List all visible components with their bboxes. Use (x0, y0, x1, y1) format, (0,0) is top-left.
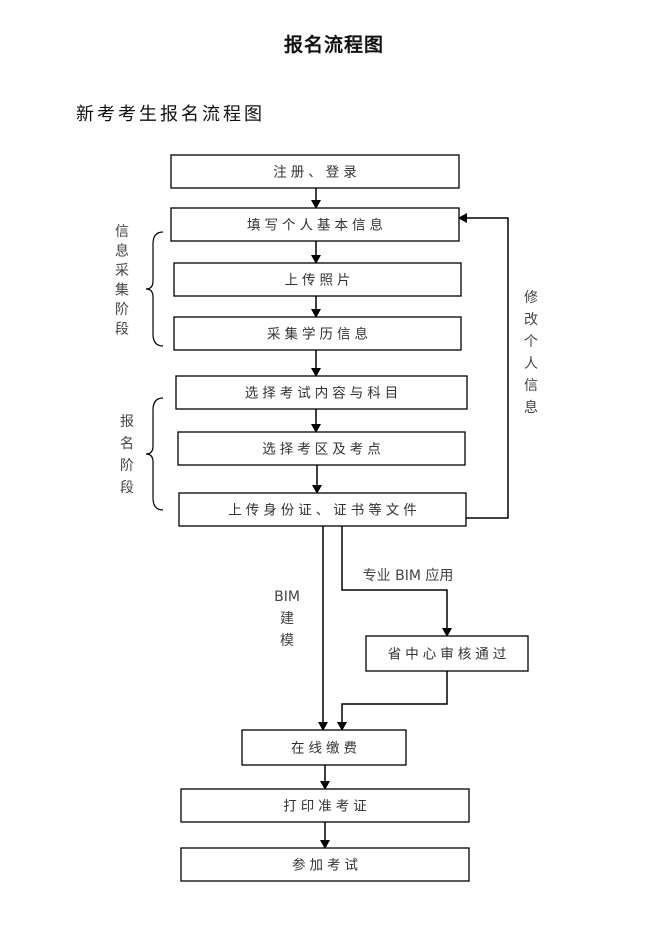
edge-review-to-pay (337, 671, 448, 731)
label-info-phase-char: 集 (115, 282, 129, 299)
label-signup-phase-char: 阶 (120, 458, 134, 474)
node-upload-photo: 上传照片 (173, 262, 462, 297)
node-box (177, 431, 466, 466)
node-box (180, 788, 470, 823)
node-label: 填写个人基本信息 (247, 217, 387, 234)
label-bim-modeling-part: BIM (274, 589, 300, 605)
node-label: 选择考试内容与科目 (245, 385, 403, 402)
label-bim-professional: 专业 BIM 应用 (363, 567, 454, 584)
edge-modify-info-loop (458, 213, 509, 519)
node-register: 注册、登录 (170, 154, 460, 189)
edge-bim-professional (341, 526, 452, 637)
node-print-admit: 打印准考证 (180, 788, 470, 823)
label-signup-phase-char: 报 (120, 414, 134, 430)
node-box (241, 729, 407, 766)
node-label: 选择考区及考点 (262, 442, 385, 458)
label-info-phase-char: 采 (115, 263, 129, 279)
label-info-phase-char: 阶 (115, 302, 129, 318)
node-education: 采集学历信息 (173, 316, 462, 351)
label-modify-info-char: 息 (524, 399, 538, 416)
node-box (170, 154, 460, 189)
label-modify-info-char: 修 (524, 290, 538, 306)
label-modify-info-char: 信 (524, 378, 538, 394)
label-info-phase-char: 息 (115, 243, 129, 260)
node-pay: 在线缴费 (241, 729, 407, 766)
node-upload-docs: 上传身份证、证书等文件 (178, 492, 467, 527)
label-modify-info-char: 人 (524, 356, 538, 372)
node-box (173, 262, 462, 297)
node-label: 注册、登录 (273, 165, 361, 181)
node-box (178, 492, 467, 527)
node-take-exam: 参加考试 (180, 847, 470, 882)
label-info-phase-char: 段 (115, 322, 129, 338)
node-label: 上传照片 (285, 273, 355, 289)
label-bim-modeling-part: 模 (280, 633, 294, 649)
label-signup-phase-char: 段 (120, 480, 134, 496)
label-signup-phase-char: 名 (120, 436, 134, 452)
label-info-phase-char: 信 (115, 224, 129, 240)
node-box (175, 375, 468, 410)
node-label: 上传身份证、证书等文件 (228, 502, 421, 519)
node-box (173, 316, 462, 351)
node-label: 打印准考证 (283, 798, 371, 815)
document-title: 报名流程图 (283, 34, 384, 56)
node-box (170, 207, 460, 242)
section-title: 新考考生报名流程图 (76, 104, 265, 125)
label-modify-info-char: 改 (524, 312, 538, 328)
node-choose-subject: 选择考试内容与科目 (175, 375, 468, 410)
node-box (180, 847, 470, 882)
brace-info-phase (145, 231, 164, 347)
node-box (365, 635, 529, 672)
node-fill-info: 填写个人基本信息 (170, 207, 460, 242)
brace-signup-phase (145, 397, 164, 511)
node-label: 参加考试 (292, 857, 362, 874)
node-province-review: 省中心审核通过 (365, 635, 529, 672)
label-bim-modeling-part: 建 (280, 611, 294, 627)
label-modify-info-char: 个 (524, 334, 538, 350)
node-label: 在线缴费 (291, 741, 361, 757)
node-label: 采集学历信息 (267, 326, 372, 343)
node-choose-site: 选择考区及考点 (177, 431, 466, 466)
label-bim-modeling: BIM 建模 (274, 589, 300, 649)
node-label: 省中心审核通过 (388, 647, 511, 663)
